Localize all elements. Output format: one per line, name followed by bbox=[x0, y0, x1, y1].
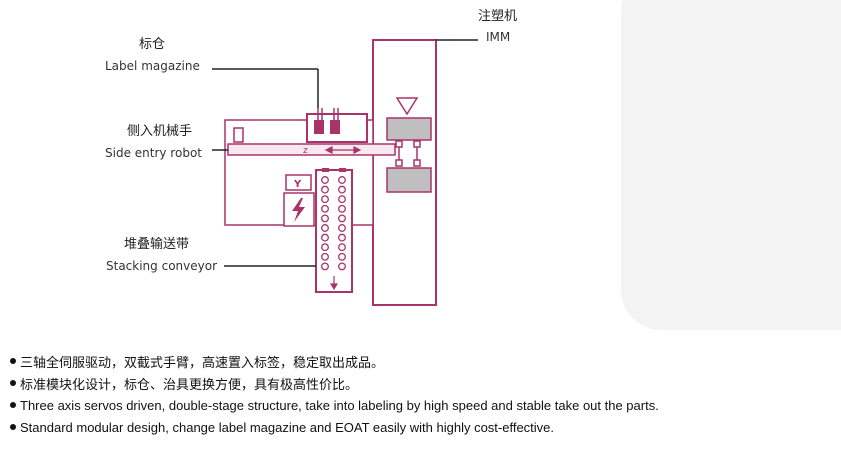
conveyor-roller bbox=[321, 204, 329, 213]
bullet-icon bbox=[10, 358, 16, 364]
bullet-icon bbox=[10, 402, 16, 408]
conveyor-roller bbox=[338, 262, 346, 271]
magazine-label-cn: 标仓 bbox=[139, 37, 166, 52]
feature-item: Standard modular desigh, change label ma… bbox=[10, 416, 659, 438]
robot-label-cn: 侧入机械手 bbox=[127, 124, 193, 139]
robot-label-en: Side entry robot bbox=[105, 146, 202, 160]
conveyor-roller bbox=[321, 243, 329, 252]
feature-item: 标准模块化设计，标仓、治具更换方便，具有极高性价比。 bbox=[10, 372, 659, 394]
conveyor-roller bbox=[321, 262, 329, 271]
conveyor-roller bbox=[338, 224, 346, 232]
conveyor-roller bbox=[321, 176, 329, 184]
feature-item: Three axis servos driven, double-stage s… bbox=[10, 394, 659, 416]
robot-beam bbox=[227, 143, 396, 156]
lightning-bolt-icon bbox=[292, 198, 305, 222]
robot-carriage bbox=[233, 127, 244, 143]
axis-y-label: Y bbox=[293, 179, 302, 190]
conveyor-roller bbox=[338, 204, 346, 213]
conveyor-roller bbox=[321, 233, 329, 242]
conveyor-label-en: Stacking conveyor bbox=[106, 259, 217, 273]
conveyor-roller bbox=[321, 252, 329, 261]
machine-diagram: z Y bbox=[212, 39, 478, 306]
magazine-label-en: Label magazine bbox=[105, 59, 200, 73]
double-arrow-icon bbox=[324, 146, 362, 154]
conveyor-roller bbox=[338, 252, 346, 261]
down-arrow-icon bbox=[329, 276, 339, 291]
down-triangle-icon bbox=[395, 97, 419, 116]
conveyor-roller bbox=[321, 214, 329, 223]
conveyor-roller bbox=[338, 243, 346, 252]
conveyor-roller bbox=[321, 185, 329, 194]
mold-bottom bbox=[386, 167, 432, 193]
feature-list: 三轴全伺服驱动，双截式手臂，高速置入标签，稳定取出成品。 标准模块化设计，标仓、… bbox=[10, 350, 659, 438]
conveyor-roller bbox=[321, 195, 329, 204]
conveyor-roller bbox=[338, 195, 346, 204]
conveyor-roller bbox=[338, 185, 346, 194]
conveyor-roller bbox=[321, 224, 329, 232]
conveyor-roller bbox=[338, 214, 346, 223]
imm-label-cn: 注塑机 bbox=[478, 9, 518, 24]
feature-text: Three axis servos driven, double-stage s… bbox=[20, 397, 659, 413]
mold-top bbox=[386, 117, 432, 141]
imm-label-en: IMM bbox=[486, 30, 511, 44]
feature-item: 三轴全伺服驱动，双截式手臂，高速置入标签，稳定取出成品。 bbox=[10, 350, 659, 372]
conveyor-label-cn: 堆叠输送带 bbox=[124, 237, 190, 252]
axis-z-label: z bbox=[303, 146, 308, 156]
feature-text: 三轴全伺服驱动，双截式手臂，高速置入标签，稳定取出成品。 bbox=[20, 355, 385, 371]
conveyor-roller bbox=[338, 176, 346, 184]
feature-text: Standard modular desigh, change label ma… bbox=[20, 419, 555, 435]
background-panel bbox=[621, 0, 841, 330]
conveyor-roller bbox=[338, 233, 346, 242]
y-axis-box bbox=[285, 174, 312, 191]
bullet-icon bbox=[10, 380, 16, 386]
bullet-icon bbox=[10, 424, 16, 430]
feature-text: 标准模块化设计，标仓、治具更换方便，具有极高性价比。 bbox=[20, 377, 359, 393]
